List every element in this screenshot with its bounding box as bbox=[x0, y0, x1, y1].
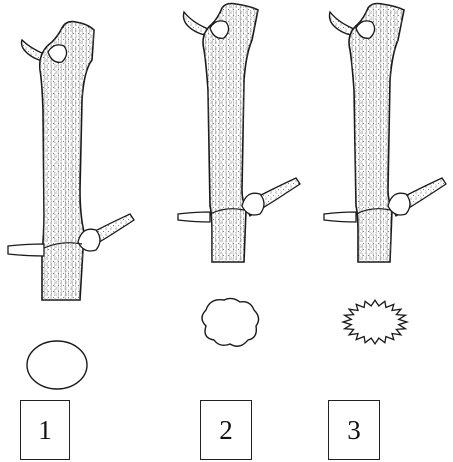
panel-label-1: 1 bbox=[20, 400, 70, 460]
branch-3-lower-bud bbox=[388, 193, 410, 215]
branch-2-lower-bud bbox=[242, 193, 264, 215]
panel-label-2: 2 bbox=[200, 400, 252, 460]
branch-3-left-branch bbox=[324, 212, 356, 222]
panel-number-3: 3 bbox=[347, 415, 361, 446]
panel-number-1: 1 bbox=[38, 415, 52, 446]
panel-label-3: 3 bbox=[328, 400, 380, 460]
branch-2-left-branch bbox=[178, 212, 210, 222]
cross-section-3-zigzag bbox=[343, 300, 407, 344]
branch-1 bbox=[8, 22, 134, 300]
branch-1-left-branch bbox=[8, 244, 44, 256]
branch-2 bbox=[178, 4, 300, 263]
panel-number-2: 2 bbox=[219, 415, 233, 446]
branch-3 bbox=[324, 4, 446, 263]
cross-section-1-circle bbox=[27, 341, 87, 389]
cross-section-2-wavy bbox=[202, 298, 259, 346]
